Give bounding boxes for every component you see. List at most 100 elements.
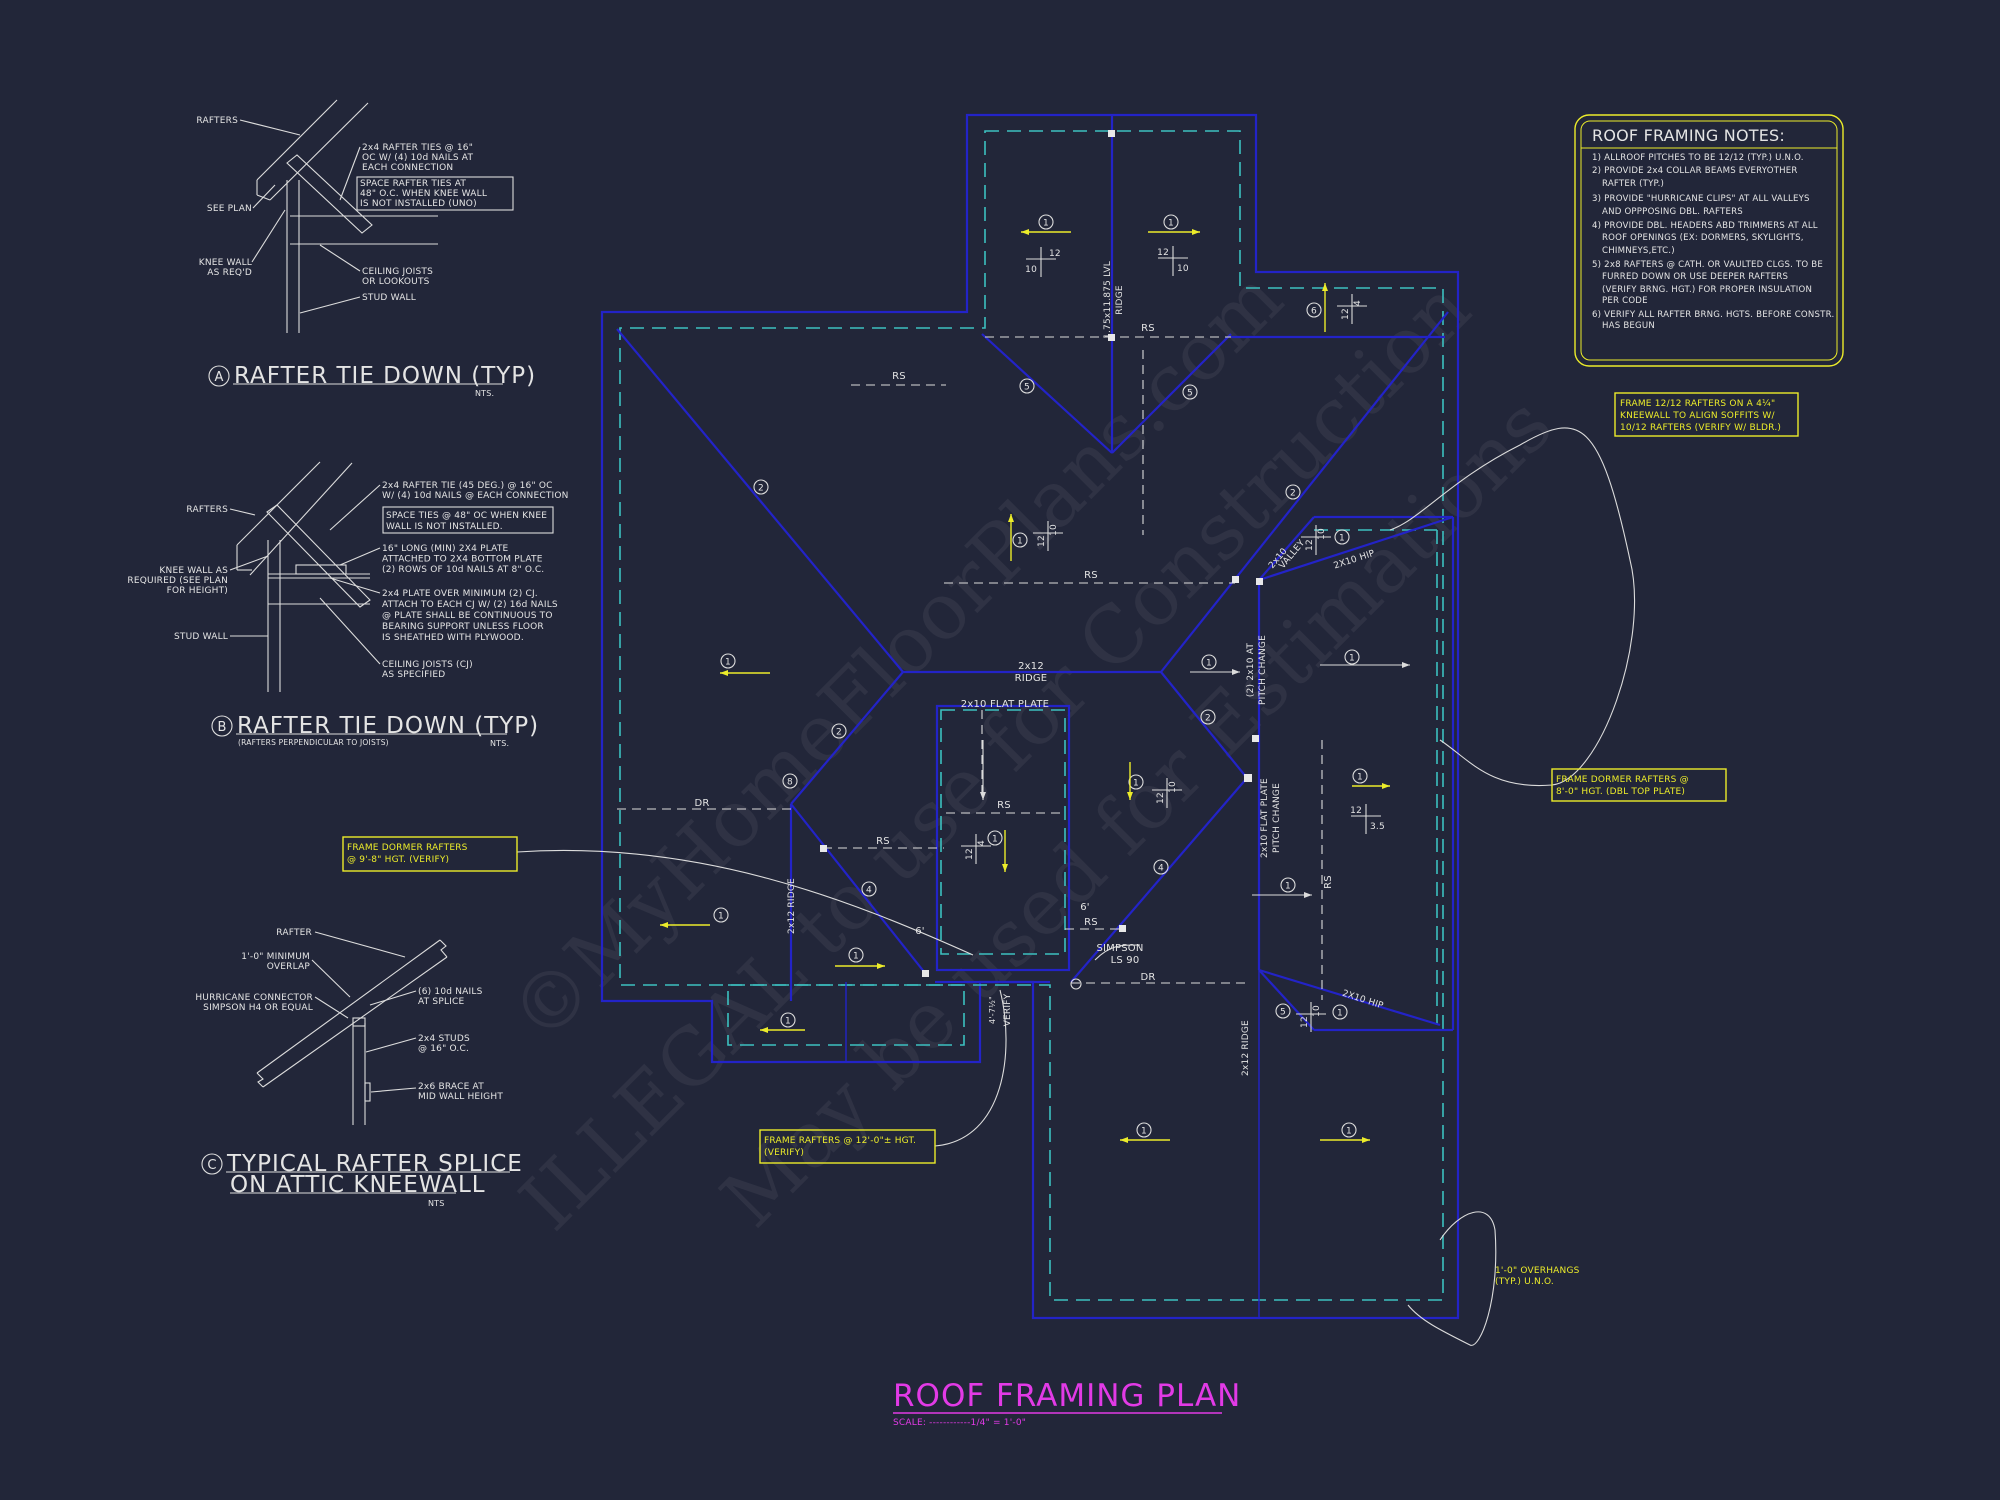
plan-label-verify: VERIFY [1003, 993, 1013, 1026]
rafter-tag: 5 [1024, 383, 1030, 393]
detail-b-label: AS SPECIFIED [382, 670, 445, 680]
arrowhead-icon [760, 1027, 768, 1033]
plan-label-rs: RS [1084, 917, 1098, 928]
note-line: FURRED DOWN OR USE DEEPER RAFTERS [1602, 272, 1788, 282]
arrowhead-icon [1304, 892, 1312, 898]
detail-a-letter: A [214, 370, 223, 385]
rafter-tag: 1 [1346, 1127, 1352, 1137]
pitch-rise: 12 [1157, 248, 1169, 258]
rafter-tag-circle [1200, 709, 1216, 725]
detail-c-label: 2x6 BRACE AT [418, 1082, 484, 1092]
detail-a-label: 2x4 RAFTER TIES @ 16" [362, 143, 473, 153]
valley-line [790, 803, 926, 974]
detail-c-label: MID WALL HEIGHT [418, 1092, 503, 1102]
arrowhead-icon [1192, 229, 1200, 235]
flat-plate-frame [935, 704, 1071, 972]
rafter-tag: 4 [1158, 864, 1164, 874]
rafter-tag: 1 [1357, 773, 1363, 783]
pitch-rise: 12 [1037, 535, 1047, 547]
pitch-rise: 12 [965, 848, 975, 860]
plan-label-six_ft: 6' [1080, 902, 1090, 913]
detail-c-label: @ 16" O.C. [418, 1044, 469, 1054]
rafter-tag: 1 [1133, 779, 1139, 789]
pitch-run: 10 [1168, 781, 1178, 793]
detail-b-label: ATTACHED TO 2X4 BOTTOM PLATE [382, 555, 543, 565]
note-line: AND OPPPOSING DBL. RAFTERS [1602, 207, 1743, 217]
rafter-tag: 1 [1337, 1009, 1343, 1019]
rafter-tag-circle [1344, 649, 1360, 665]
arrowhead-icon [1382, 783, 1390, 789]
detail-b-label: 2x4 PLATE OVER MINIMUM (2) CJ. [382, 589, 538, 599]
pitch-run: 4 [1353, 300, 1363, 306]
rafter-tag: 1 [1206, 659, 1212, 669]
rafter-tag-circle [782, 773, 798, 789]
detail-b-label: 16" LONG (MIN) 2X4 PLATE [382, 544, 509, 554]
detail-b-label: W/ (4) 10d NAILS @ EACH CONNECTION [382, 491, 569, 501]
detail-a-title: RAFTER TIE DOWN (TYP) [234, 363, 536, 389]
pitch-rise: 12 [1049, 249, 1061, 259]
callout-dormer-left-text: FRAME DORMER RAFTERS [347, 843, 468, 853]
note-line: (VERIFY BRNG. HGT.) FOR PROPER INSULATIO… [1602, 285, 1812, 295]
rafter-tag: 1 [1285, 882, 1291, 892]
detail-b-label: BEARING SUPPORT UNLESS FLOOR [382, 622, 544, 632]
rafter-tag-circle [1163, 214, 1179, 230]
rafter-tag: 5 [1280, 1008, 1286, 1018]
callout-dormer-right-text: 8'-0" HGT. (DBL TOP PLATE) [1556, 787, 1685, 797]
arrowhead-icon [1002, 864, 1008, 872]
detail-a-label: RAFTERS [196, 116, 238, 126]
arrowhead-icon [720, 670, 728, 676]
plan-label-pitch-change: PITCH CHANGE [1258, 635, 1268, 705]
rafter-tag-circle [1182, 384, 1198, 400]
plan-label-rs: RS [1084, 570, 1098, 581]
leader-line [516, 849, 974, 956]
plan-label-six_ft: 6' [915, 926, 925, 937]
note-line: 1) ALLROOF PITCHES TO BE 12/12 (TYP.) U.… [1592, 153, 1804, 163]
callout-overhangs-text: 1'-0" OVERHANGS [1495, 1266, 1580, 1276]
wall-line-overhang [619, 130, 1444, 1301]
callout-rafters-text: (VERIFY) [764, 1148, 804, 1158]
detail-a-label: IS NOT INSTALLED (UNO) [360, 199, 477, 209]
detail-c-title: TYPICAL RAFTER SPLICE [226, 1151, 523, 1177]
arrowhead-icon [1402, 662, 1410, 668]
detail-b-label: CEILING JOISTS (CJ) [382, 660, 473, 670]
roof-plan [516, 113, 1635, 1346]
detail-c-label: OVERLAP [267, 962, 311, 972]
rafter-tag-circle [987, 830, 1003, 846]
detail-b-label: IS SHEATHED WITH PLYWOOD. [382, 633, 524, 643]
detail-a-label: SPACE RAFTER TIES AT [360, 179, 466, 189]
note-line: CHIMNEYS,ETC.) [1602, 246, 1675, 256]
detail-a-label: AS REQ'D [207, 268, 252, 278]
detail-c-label: 1'-0" MINIMUM [241, 952, 310, 962]
rafter-tag-circle [1285, 484, 1301, 500]
detail-title-marks [201, 365, 510, 1194]
arrowhead-icon [1127, 792, 1133, 800]
note-line: ROOF OPENINGS (EX: DORMERS, SKYLIGHTS, [1602, 233, 1804, 243]
plan-label-flat-plate: 2x10 FLAT PLATE [1260, 778, 1270, 858]
notes-border-outer [1574, 114, 1844, 367]
rafter-tag: 2 [758, 484, 764, 494]
detail-b-label: FOR HEIGHT) [167, 586, 228, 596]
callout-kneewall-text: KNEEWALL TO ALIGN SOFFITS W/ [1620, 411, 1775, 421]
arrowhead-icon [1021, 229, 1029, 235]
rafter-tag: 1 [1168, 219, 1174, 229]
plan-label-rs: RS [1141, 323, 1155, 334]
detail-c-drawing [256, 931, 448, 1125]
rafter-tag: 6 [1311, 307, 1317, 317]
simpson-connector-marker [1070, 978, 1082, 990]
rafter-tag-circle [1201, 654, 1217, 670]
detail-b-subtitle: (RAFTERS PERPENDICULAR TO JOISTS) [238, 738, 389, 747]
detail-b-label: STUD WALL [174, 632, 228, 642]
plan-label-ridge_2x12: 2x12 [1018, 661, 1044, 672]
rafter-tag-circle [780, 1012, 796, 1028]
detail-b-label: WALL IS NOT INSTALLED. [386, 522, 503, 532]
detail-a-label: SEE PLAN [207, 204, 252, 214]
rafter-tag: 2 [1290, 489, 1296, 499]
detail-c-label: 2x4 STUDS [418, 1034, 470, 1044]
callout-kneewall-box [1614, 392, 1799, 437]
title-text: ROOF FRAMING PLAN [893, 1378, 1241, 1414]
arrowhead-icon [877, 963, 885, 969]
plan-label-lvl-ridge: 1.75x11.875 LVL [1103, 261, 1113, 339]
detail-b-label: REQUIRED (SEE PLAN [127, 576, 228, 586]
note-line: RAFTER (TYP.) [1602, 179, 1664, 189]
